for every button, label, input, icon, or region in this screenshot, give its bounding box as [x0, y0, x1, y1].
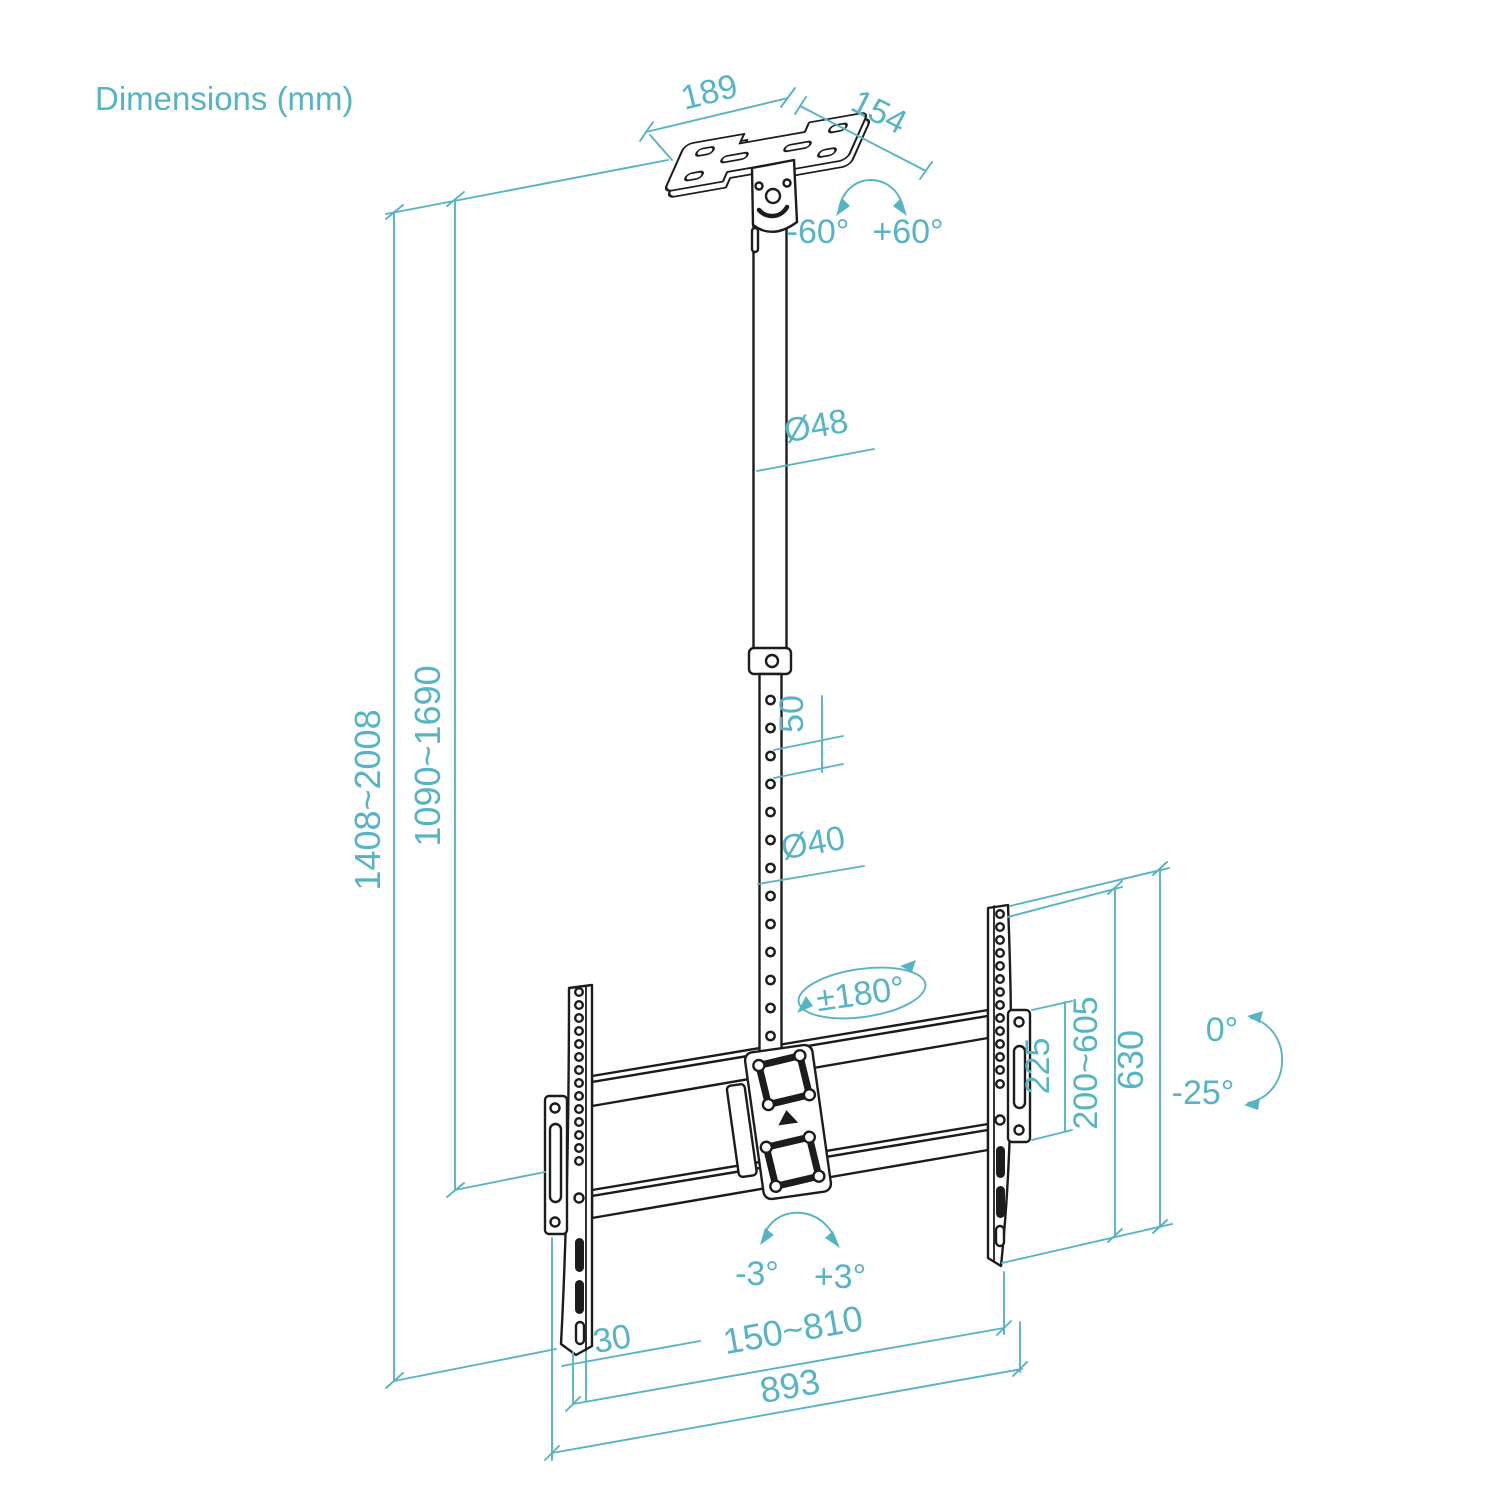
swivel-neg-label: -60°: [787, 213, 850, 251]
level-neg-label: -3°: [735, 1255, 779, 1293]
level-arrow-left-icon: [760, 1228, 774, 1245]
rotation-arrow-top-icon: [900, 960, 916, 972]
plate-width-label: 189: [677, 67, 741, 118]
swivel-arrow-right-icon: [893, 198, 907, 216]
total-height-label: 1408~2008: [347, 709, 388, 890]
swivel-joint-drawing: [750, 158, 799, 233]
dim-rail-width: 30: [561, 1317, 701, 1405]
swivel-arrow-left-icon: [836, 198, 850, 216]
bracket-height-label: 630: [1110, 1030, 1151, 1090]
page-title: Dimensions (mm): [95, 80, 354, 117]
right-side-plate-drawing: [1006, 1008, 1032, 1144]
lower-pole-dia-label: Ø40: [778, 819, 848, 868]
tilt-zero-label: 0°: [1206, 1011, 1239, 1049]
swivel-pos-label: +60°: [872, 213, 943, 251]
tilt-arrow-bottom-icon: [1244, 1098, 1260, 1110]
rotation-arrow-left-icon: [797, 996, 813, 1013]
tilt-arc: 0° -25°: [1172, 1011, 1283, 1112]
tilt-down-label: -25°: [1172, 1074, 1235, 1112]
ceiling-plate-drawing: [664, 112, 871, 198]
dim-total-height: 1408~2008: [347, 159, 669, 1389]
pole-drawing: [747, 216, 793, 1068]
hole-pitch-label: 50: [773, 695, 811, 733]
pole-height-label: 1090~1690: [407, 665, 448, 846]
vesa-width-label: 150~810: [720, 1297, 866, 1362]
dim-side-plate-height: 225: [1019, 1000, 1073, 1141]
dim-hole-pitch: 50: [773, 695, 844, 779]
swivel-arc: -60° +60°: [787, 179, 944, 251]
bracket-width-label: 893: [757, 1360, 823, 1411]
dim-pole-height: 1090~1690: [407, 191, 546, 1198]
dim-vesa-height: 200~605: [1007, 880, 1123, 1243]
level-pos-label: +3°: [814, 1258, 866, 1296]
left-side-plate-drawing: [543, 1094, 569, 1236]
dim-bracket-height: 630: [1001, 861, 1173, 1264]
rotation-arc: ±180°: [797, 960, 927, 1020]
vesa-plate-drawing: [725, 1043, 833, 1201]
dim-bracket-width: 893: [544, 1237, 1028, 1461]
tilt-arrow-top-icon: [1247, 1011, 1263, 1023]
level-arc: -3° +3°: [735, 1211, 866, 1296]
vesa-height-label: 200~605: [1067, 996, 1105, 1129]
upper-pole-dia-label: Ø48: [781, 402, 851, 451]
side-plate-height-label: 225: [1019, 1038, 1057, 1095]
level-arrow-right-icon: [825, 1231, 840, 1248]
rail-width-label: 30: [590, 1317, 634, 1361]
